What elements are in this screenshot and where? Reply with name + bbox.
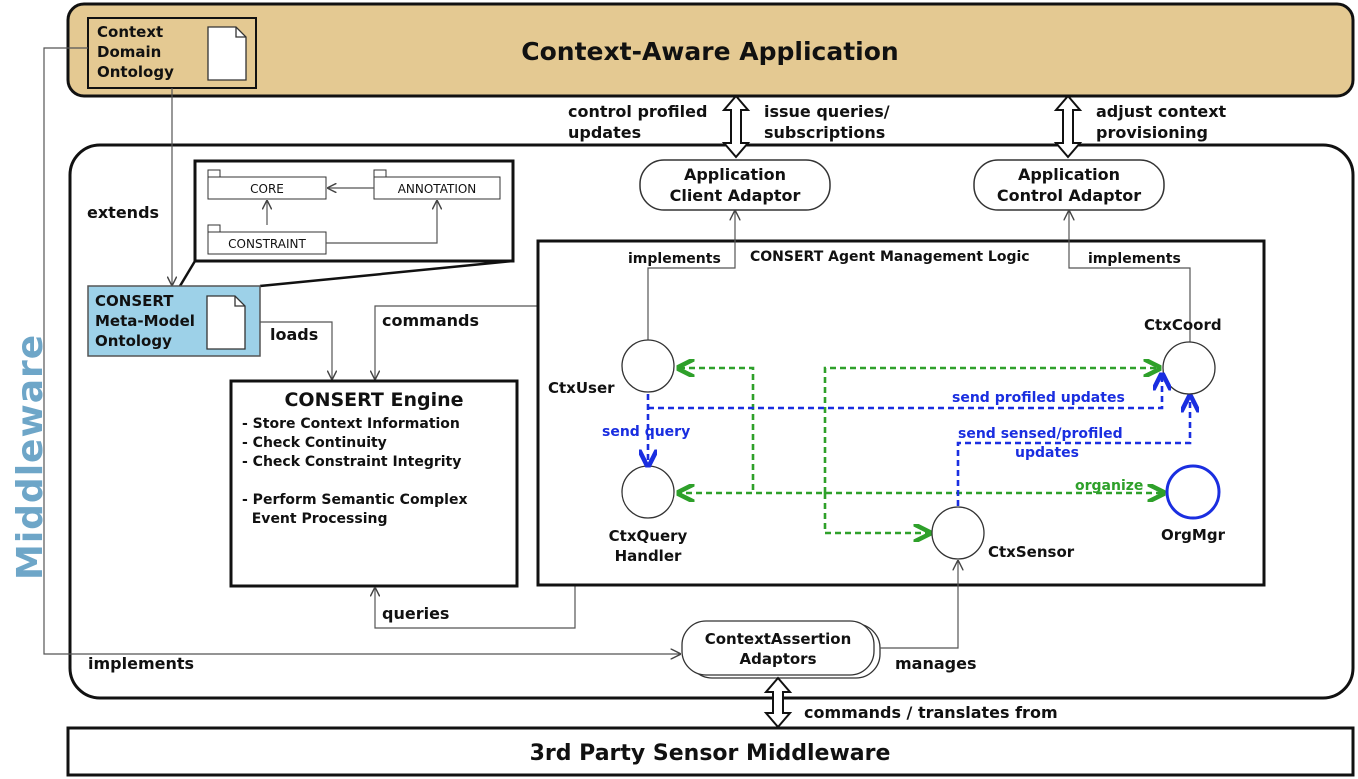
engine-title: CONSERT Engine — [284, 389, 463, 411]
organize-to-ctx-sensor — [823, 493, 928, 533]
zoom-line-left — [178, 260, 197, 287]
manages-arrow — [880, 561, 958, 649]
engine-feature: Event Processing — [242, 511, 388, 527]
double-arrow-client — [721, 94, 751, 159]
double-arrow-sensor — [763, 676, 793, 729]
engine-feature: - Perform Semantic Complex — [242, 492, 468, 508]
loads-arrow — [260, 321, 332, 379]
client-adaptor-label-1: Application — [684, 165, 786, 184]
core-package: CORE — [207, 169, 327, 200]
ctx-query-handler-agent — [621, 465, 675, 519]
issue-queries-label-2: subscriptions — [764, 123, 885, 142]
middleware-container — [68, 143, 1355, 700]
client-adaptor-label-2: Client Adaptor — [670, 186, 801, 205]
adjust-context-label-2: provisioning — [1096, 123, 1208, 142]
loads-label: loads — [270, 325, 318, 344]
control-profiled-updates-label-1: control profiled — [568, 102, 707, 121]
implements-right-label: implements — [1088, 251, 1181, 267]
svg-text:CORE: CORE — [250, 182, 284, 196]
control-adaptor-label-2: Control Adaptor — [997, 186, 1141, 205]
implements-left-arrow — [647, 211, 735, 342]
engine-feature: - Check Continuity — [242, 435, 387, 451]
send-profiled-updates-arrow — [648, 376, 1162, 410]
context-domain-ontology-label-2: Domain — [97, 43, 161, 61]
context-assertion-label-2: Adaptors — [739, 650, 816, 668]
metamodel-ontology-label-1: CONSERT — [95, 292, 174, 310]
metamodel-ontology-label-2: Meta-Model — [95, 312, 195, 330]
ctx-query-handler-label-1: CtxQuery — [609, 527, 688, 545]
ctx-coord-label: CtxCoord — [1144, 316, 1222, 334]
ctx-user-agent — [621, 339, 675, 393]
svg-text:CONSTRAINT: CONSTRAINT — [228, 237, 306, 251]
send-sensed-updates-arrow — [956, 398, 1190, 506]
constraint-to-annotation-arrow — [326, 201, 437, 244]
ctx-coord-agent — [1162, 341, 1216, 395]
send-profiled-updates-label: send profiled updates — [952, 390, 1125, 406]
zoom-line-right — [259, 259, 514, 288]
svg-text:ANNOTATION: ANNOTATION — [398, 182, 477, 196]
control-profiled-updates-label-2: updates — [568, 123, 641, 142]
application-title: Context-Aware Application — [521, 37, 898, 66]
organize-label: organize — [1075, 478, 1143, 494]
constraint-package: CONSTRAINT — [207, 224, 327, 255]
ctx-user-label: CtxUser — [548, 379, 615, 397]
send-query-label: send query — [602, 424, 690, 440]
issue-queries-label-1: issue queries/ — [764, 102, 890, 121]
organize-to-ctx-coord — [823, 368, 1158, 493]
context-domain-ontology-label-3: Ontology — [97, 63, 174, 81]
send-sensed-updates-label-2: updates — [1015, 445, 1079, 461]
implements-right-arrow — [1069, 211, 1191, 342]
context-domain-ontology-label-1: Context — [97, 23, 163, 41]
engine-feature: - Store Context Information — [242, 416, 460, 432]
ctx-sensor-label: CtxSensor — [988, 543, 1075, 561]
middleware-side-label: Middleware — [10, 334, 51, 580]
organize-to-ctx-user — [680, 368, 755, 490]
manages-label: manages — [895, 654, 976, 673]
ctx-sensor-agent — [931, 506, 985, 560]
org-mgr-agent — [1165, 464, 1221, 520]
document-icon — [207, 26, 247, 81]
context-aware-application-box — [66, 2, 1355, 98]
agent-management-logic-box — [536, 239, 1266, 587]
engine-feature: - Check Constraint Integrity — [242, 454, 461, 470]
context-assertion-adaptors — [681, 620, 875, 676]
agent-logic-title: CONSERT Agent Management Logic — [750, 249, 1030, 265]
org-mgr-label: OrgMgr — [1161, 526, 1226, 544]
implements-bottom-arrow — [43, 47, 680, 654]
implements-left-label: implements — [628, 251, 721, 267]
send-sensed-updates-label-1: send sensed/profiled — [958, 426, 1123, 442]
commands-translates-label: commands / translates from — [804, 703, 1058, 722]
sensor-middleware-title: 3rd Party Sensor Middleware — [530, 741, 891, 766]
commands-label: commands — [382, 311, 479, 330]
double-arrow-control — [1053, 94, 1083, 159]
sensor-middleware-box — [66, 726, 1355, 777]
document-icon — [206, 295, 246, 350]
control-adaptor-label-1: Application — [1018, 165, 1120, 184]
extends-label: extends — [87, 203, 159, 222]
consert-engine-box — [229, 379, 519, 588]
adjust-context-label-1: adjust context — [1096, 102, 1227, 121]
ctx-query-handler-label-2: Handler — [615, 547, 682, 565]
implements-bottom-label: implements — [88, 654, 194, 673]
queries-label: queries — [382, 604, 449, 623]
context-assertion-label-1: ContextAssertion — [705, 630, 852, 648]
metamodel-ontology-label-3: Ontology — [95, 332, 172, 350]
